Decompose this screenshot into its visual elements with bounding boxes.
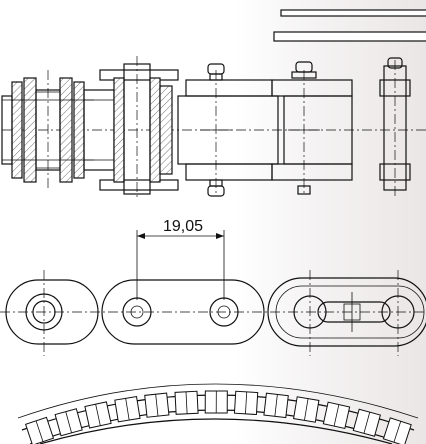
chain-link-divider	[304, 398, 309, 421]
pitch-dimension-label: 19,05	[162, 218, 204, 235]
chain-link-divider	[35, 420, 44, 442]
chain-link-divider	[185, 391, 188, 414]
chain-link-divider	[363, 412, 371, 434]
chain-side-view	[0, 270, 426, 356]
outer-plate-right	[379, 57, 411, 196]
roller-link-outer-view	[177, 61, 353, 197]
chain-link-divider	[245, 391, 248, 414]
roller-section-middle	[83, 56, 179, 200]
chain-top-section-view	[1, 56, 426, 200]
chain-link-divider	[333, 404, 340, 427]
chain-curved-links	[24, 390, 412, 444]
chain-link-divider	[393, 421, 402, 443]
chain-link-divider	[95, 404, 101, 426]
inner-link-section-left	[1, 70, 94, 190]
top-plate-strips	[273, 9, 426, 42]
chain-link-divider	[125, 398, 130, 421]
chain-link-divider	[274, 394, 278, 417]
chain-link-divider	[155, 394, 159, 417]
pitch-dimension	[136, 230, 225, 300]
chain-link-divider	[65, 411, 72, 433]
